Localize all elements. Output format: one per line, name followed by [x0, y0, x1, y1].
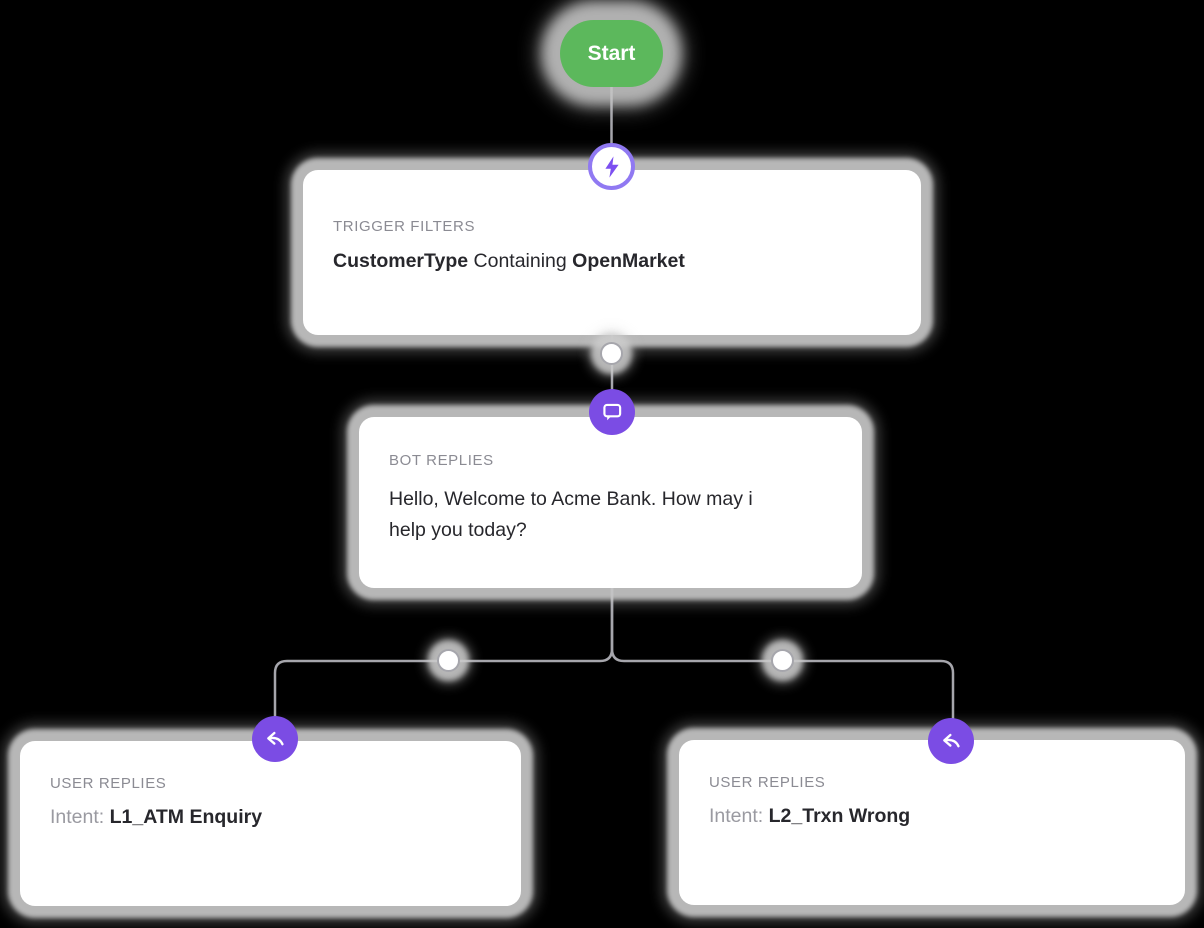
chat-bubble-icon[interactable] — [589, 389, 635, 435]
user-replies-header: USER REPLIES — [50, 775, 167, 792]
intent-label: Intent: — [50, 806, 105, 828]
reply-arrow-icon[interactable] — [928, 718, 974, 764]
connector-dot[interactable] — [771, 649, 794, 672]
user-replies-node-1[interactable]: USER REPLIES Intent: L1_ATM Enquiry — [20, 741, 521, 906]
condition-field: CustomerType — [333, 250, 469, 272]
connector-dot[interactable] — [437, 649, 460, 672]
trigger-filters-header: TRIGGER FILTERS — [333, 218, 476, 235]
start-button[interactable]: Start — [560, 20, 663, 87]
intent-value: L1_ATM Enquiry — [109, 806, 263, 828]
bot-replies-header: BOT REPLIES — [389, 452, 494, 469]
intent-line: Intent: L1_ATM Enquiry — [50, 806, 491, 829]
user-replies-header: USER REPLIES — [709, 774, 826, 791]
chat-bubble-glyph — [603, 403, 622, 421]
intent-value: L2_Trxn Wrong — [768, 805, 911, 827]
condition-value: OpenMarket — [572, 250, 685, 272]
condition-operator: Containing — [473, 250, 567, 272]
connector-dot[interactable] — [600, 342, 623, 365]
intent-label: Intent: — [709, 805, 764, 827]
lightning-icon[interactable] — [588, 143, 635, 190]
lightning-bolt-glyph — [604, 155, 619, 178]
trigger-condition: CustomerType Containing OpenMarket — [333, 250, 891, 273]
reply-arrow-icon[interactable] — [252, 716, 298, 762]
user-replies-node-2[interactable]: USER REPLIES Intent: L2_Trxn Wrong — [679, 740, 1185, 905]
bot-message: Hello, Welcome to Acme Bank. How may i h… — [389, 488, 753, 541]
bot-replies-node[interactable]: BOT REPLIES Hello, Welcome to Acme Bank.… — [359, 417, 862, 588]
start-label: Start — [587, 41, 636, 65]
reply-arrow-glyph — [942, 733, 960, 747]
intent-line: Intent: L2_Trxn Wrong — [709, 805, 1155, 828]
reply-arrow-glyph — [266, 731, 284, 745]
trigger-filters-node[interactable]: TRIGGER FILTERS CustomerType Containing … — [303, 170, 921, 335]
